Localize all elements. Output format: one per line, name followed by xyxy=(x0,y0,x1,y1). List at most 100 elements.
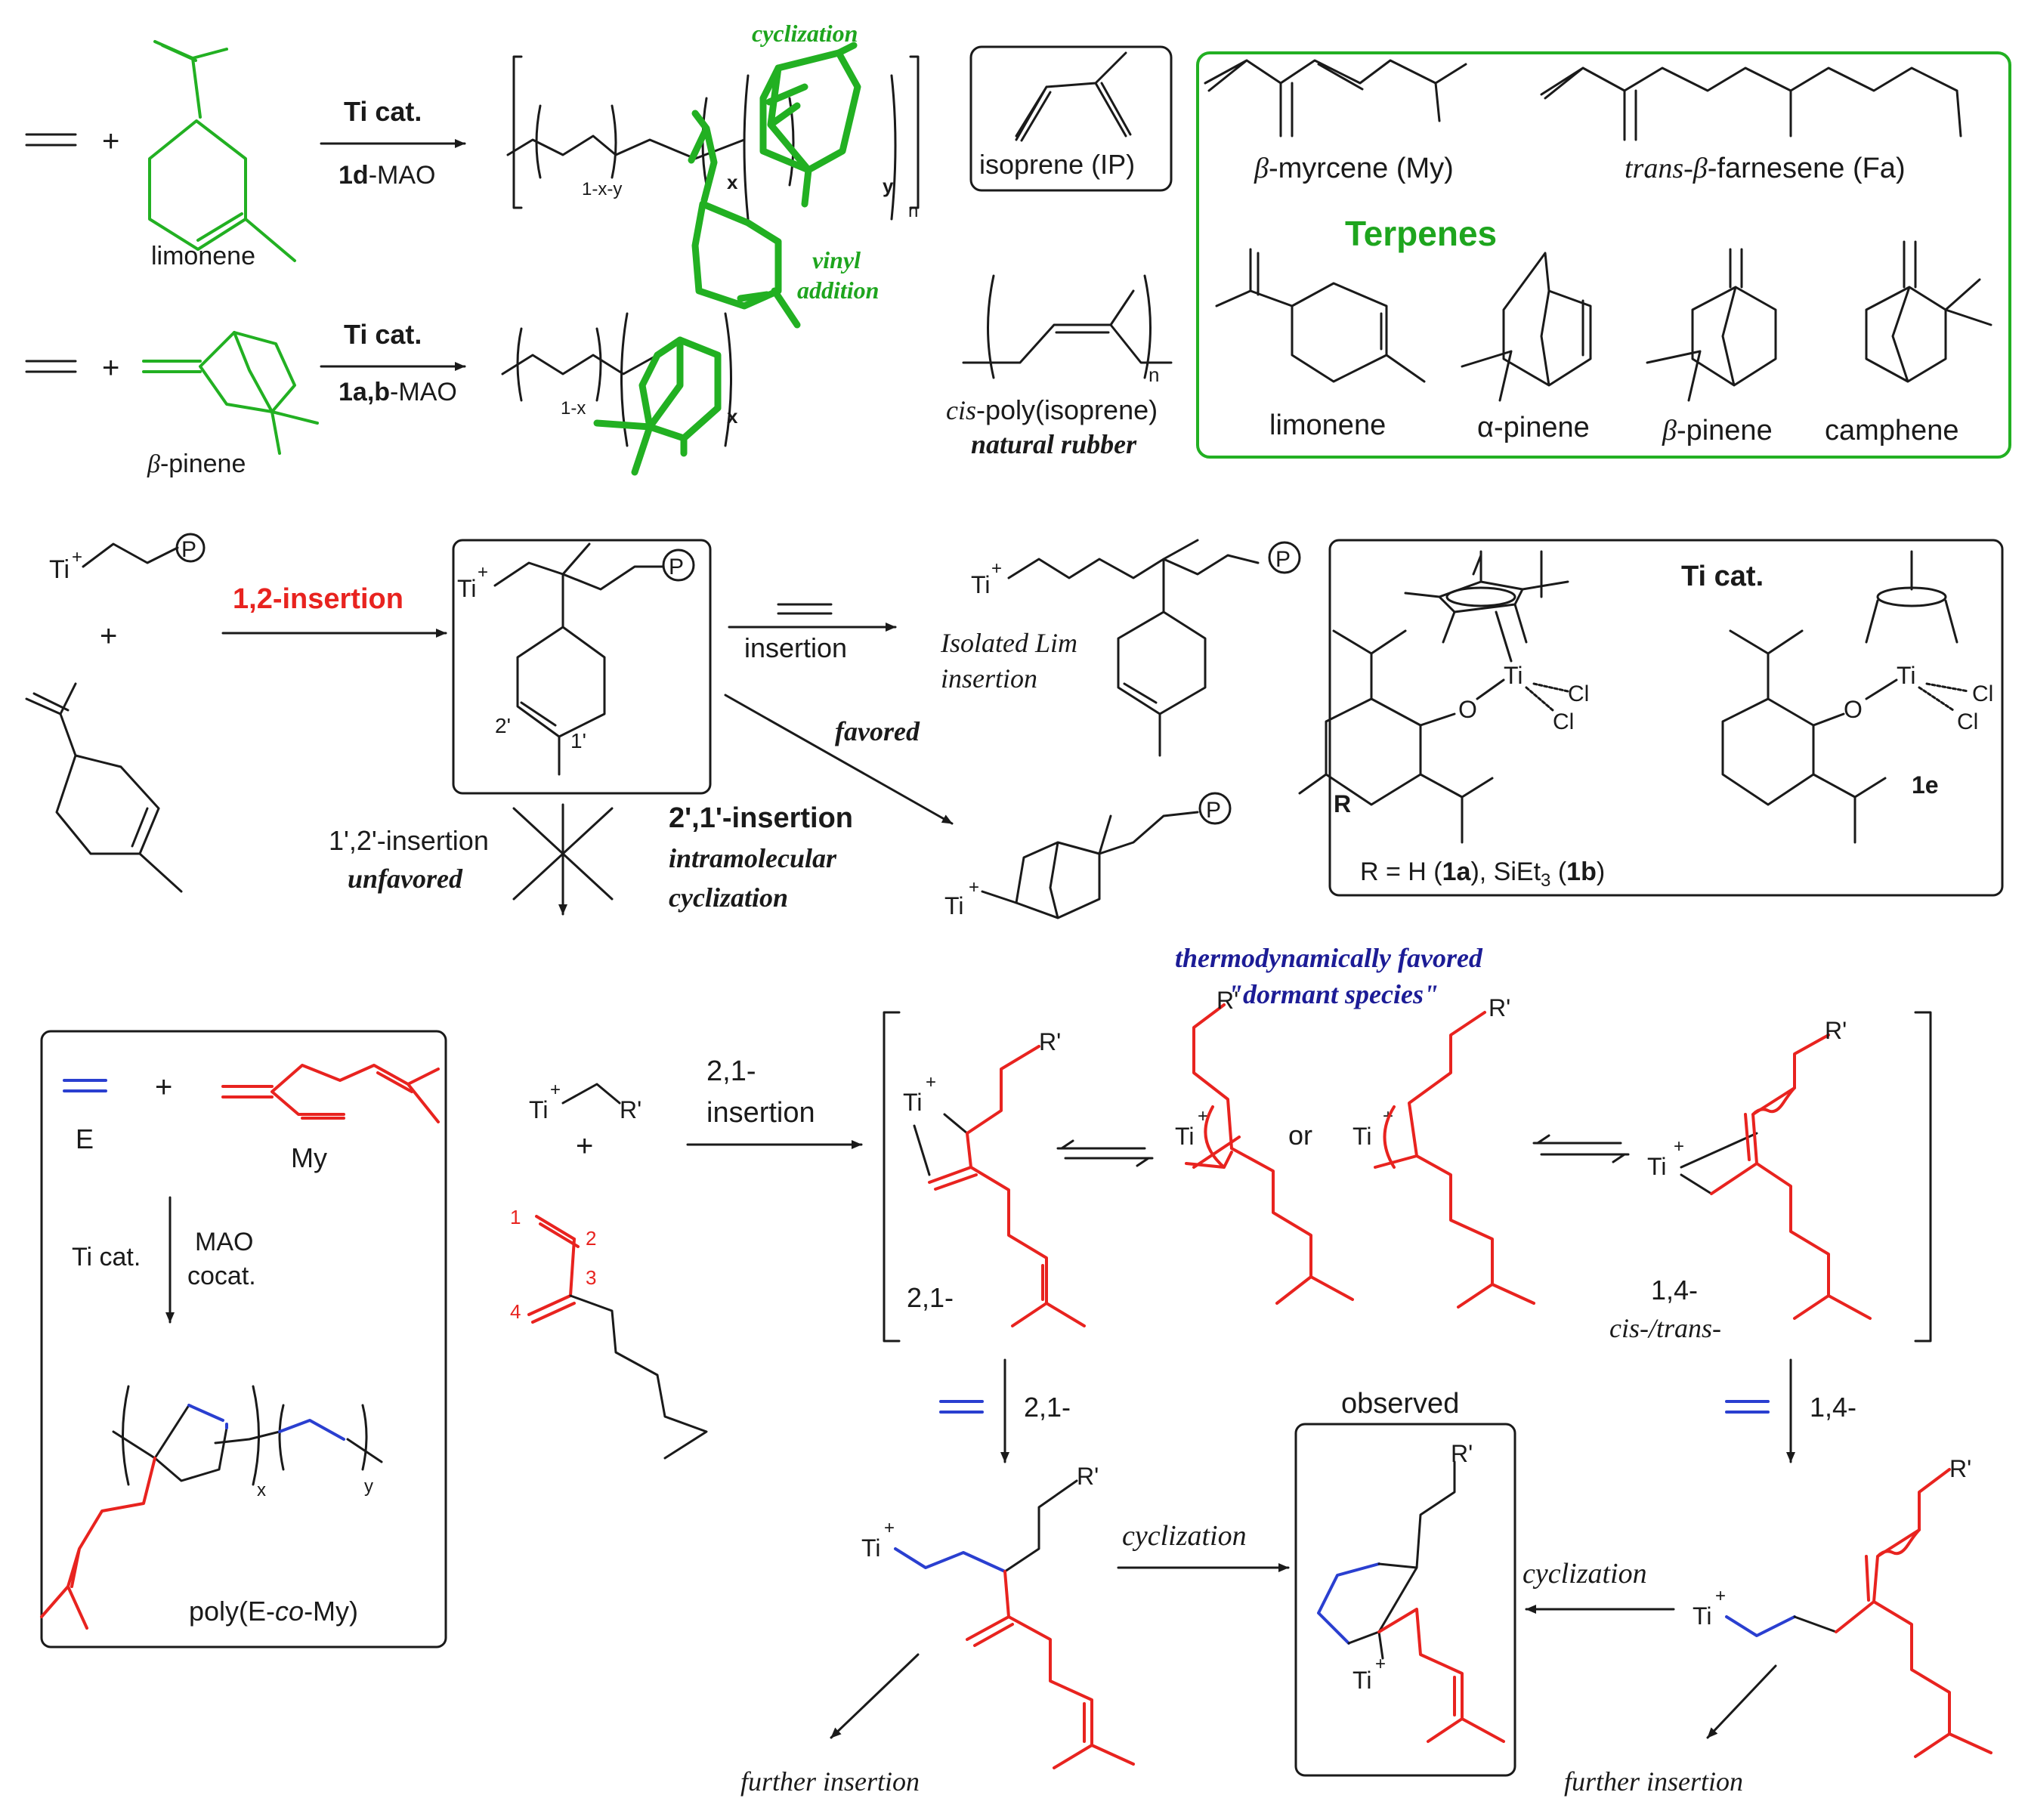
catalyst-label: Ti cat. xyxy=(344,96,422,127)
dormant-species-label: "dormant species" xyxy=(1228,979,1439,1009)
beta-pinene-green-structure xyxy=(142,331,319,455)
catalyst-mao-label: 1d-MAO xyxy=(339,161,435,190)
cis-polyisoprene-label: cis-poly(isoprene) xyxy=(946,394,1158,425)
cl-left-2: Cl xyxy=(1553,709,1574,734)
big-bracket xyxy=(883,1011,1932,1343)
p-label-4: P xyxy=(1206,798,1221,823)
isolated-insertion-label: insertion xyxy=(941,663,1037,694)
label-14: 1,4- xyxy=(1651,1275,1698,1306)
addition-label-green: addition xyxy=(797,277,879,304)
insertion-21b: insertion xyxy=(706,1097,815,1129)
ti-allyl-2: Ti xyxy=(1353,1123,1371,1150)
subscript-1xy: 1-x-y xyxy=(582,179,622,199)
catalyst-label-2: Ti cat. xyxy=(344,319,422,350)
charge-mech-1: + xyxy=(550,1080,561,1100)
ti-label-3: Ti xyxy=(971,571,990,598)
r-definition: R = H (1a), SiEt3 (1b) xyxy=(1360,857,1605,891)
cat-1e-label: 1e xyxy=(1912,771,1939,799)
p-label-2: P xyxy=(669,555,684,579)
ethylene-small xyxy=(777,603,833,615)
charge-3: + xyxy=(991,558,1002,579)
equilibrium-arrow-2 xyxy=(1532,1134,1630,1163)
ti-allyl-1: Ti xyxy=(1175,1123,1194,1150)
favored-label: favored xyxy=(835,716,920,746)
ti-21: Ti xyxy=(903,1089,922,1116)
num-4: 4 xyxy=(510,1300,521,1323)
polymer-backbone-2 xyxy=(501,354,659,375)
further-right: further insertion xyxy=(1564,1766,1743,1797)
rprime-observed: R' xyxy=(1451,1440,1473,1467)
ethylene-molecule xyxy=(25,133,77,147)
isoprene-box: isoprene (IP) xyxy=(969,45,1173,192)
charge-observed: + xyxy=(1375,1654,1386,1674)
observed-box xyxy=(1294,1423,1516,1777)
num-1: 1 xyxy=(510,1206,521,1228)
charge-1: + xyxy=(72,547,82,567)
ti-label-2: Ti xyxy=(457,575,476,602)
insertion-label: insertion xyxy=(744,632,847,663)
copoly-sub-y: y xyxy=(364,1476,373,1497)
ethylene-molecule-2 xyxy=(25,360,77,373)
polymer-backbone xyxy=(506,134,746,160)
subscript-1x: 1-x xyxy=(561,398,586,419)
r-label: R xyxy=(1334,790,1351,817)
isolated-lim-label: Isolated Lim xyxy=(940,628,1077,658)
step-14-label: 1,4- xyxy=(1810,1392,1856,1423)
label-2-prime: 2' xyxy=(495,714,511,737)
cyclization-right: cyclization xyxy=(1523,1558,1647,1590)
intermediate-box xyxy=(452,539,712,795)
ethylene-beta-pinene-copolymerization: + β-pinene Ti cat. 1a,b-MAO 1-x x xyxy=(25,312,738,478)
isoprene-label: isoprene (IP) xyxy=(979,149,1135,180)
num-3: 3 xyxy=(586,1266,596,1289)
beta-pinene-unit xyxy=(593,336,722,476)
cl-right-2: Cl xyxy=(1957,709,1978,734)
rprime-prod-right: R' xyxy=(1949,1455,1971,1482)
charge-21: + xyxy=(926,1072,936,1092)
insertion-12p-label: 1',2'-insertion xyxy=(329,825,489,856)
polymer-parens-5 xyxy=(620,312,732,447)
vinyl-addition-unit xyxy=(688,110,801,329)
equilibrium-arrow-1 xyxy=(1056,1139,1154,1167)
ti-right: Ti xyxy=(1897,662,1915,689)
limonene-label: limonene xyxy=(151,242,255,270)
my-label: My xyxy=(291,1142,327,1173)
terpenes-box: β-myrcene (My) trans-β-farnesene (Fa) Te… xyxy=(1196,51,2011,459)
charge-prod-left: + xyxy=(884,1518,895,1538)
label-21: 2,1- xyxy=(907,1282,954,1313)
cl-left-1: Cl xyxy=(1568,681,1589,706)
charge-4: + xyxy=(969,877,979,898)
natural-rubber-label: natural rubber xyxy=(971,429,1137,459)
ethylene-limonene-copolymerization: + limonene Ti cat. 1d-MAO 1-x-y x y n cy… xyxy=(25,20,920,329)
ti-cat-copoly: Ti cat. xyxy=(72,1243,141,1272)
beta-pinene-terpene-label: β-pinene xyxy=(1662,415,1773,447)
cross-mark xyxy=(512,807,614,901)
ti-label-4: Ti xyxy=(944,892,963,919)
intramolecular-label: intramolecular xyxy=(669,843,837,873)
subscript-y: y xyxy=(883,175,894,197)
thermo-favored-label: thermodynamically favored xyxy=(1175,943,1483,973)
polymer-parens-2 xyxy=(701,97,795,187)
cocat-label: cocat. xyxy=(187,1262,256,1290)
beta-pinene-label: β-pinene xyxy=(147,450,246,478)
ti-prod-right: Ti xyxy=(1693,1602,1711,1630)
poly-e-co-my-label: poly(E-co-My) xyxy=(189,1596,358,1627)
ti-14: Ti xyxy=(1647,1153,1666,1180)
ti-cat-title: Ti cat. xyxy=(1681,561,1764,592)
copolymer-box: + E My Ti cat. MAO cocat. x y poly(E-co-… xyxy=(40,1030,447,1649)
rprime-14: R' xyxy=(1825,1017,1847,1044)
plus-sign: + xyxy=(102,125,119,158)
rprime-21: R' xyxy=(1039,1028,1061,1055)
limonene-green-structure xyxy=(148,40,296,262)
e-label: E xyxy=(76,1123,94,1154)
plus-middle: + xyxy=(100,620,117,653)
rprime-allyl-2: R' xyxy=(1489,994,1510,1021)
plus-mech: + xyxy=(576,1129,593,1163)
insertion-21-label: 2',1'-insertion xyxy=(669,802,853,834)
ti-catalyst-box: Ti cat. Ti Cl Cl O R Ti Cl Cl O 1e R = H… xyxy=(1298,539,2004,897)
rprime-prod-left: R' xyxy=(1077,1463,1099,1490)
charge-2: + xyxy=(478,562,488,582)
cyclization-left: cyclization xyxy=(1122,1520,1247,1552)
step-21-label: 2,1- xyxy=(1024,1392,1071,1423)
myrcene-insertion-mechanism: thermodynamically favored "dormant speci… xyxy=(510,943,1992,1797)
